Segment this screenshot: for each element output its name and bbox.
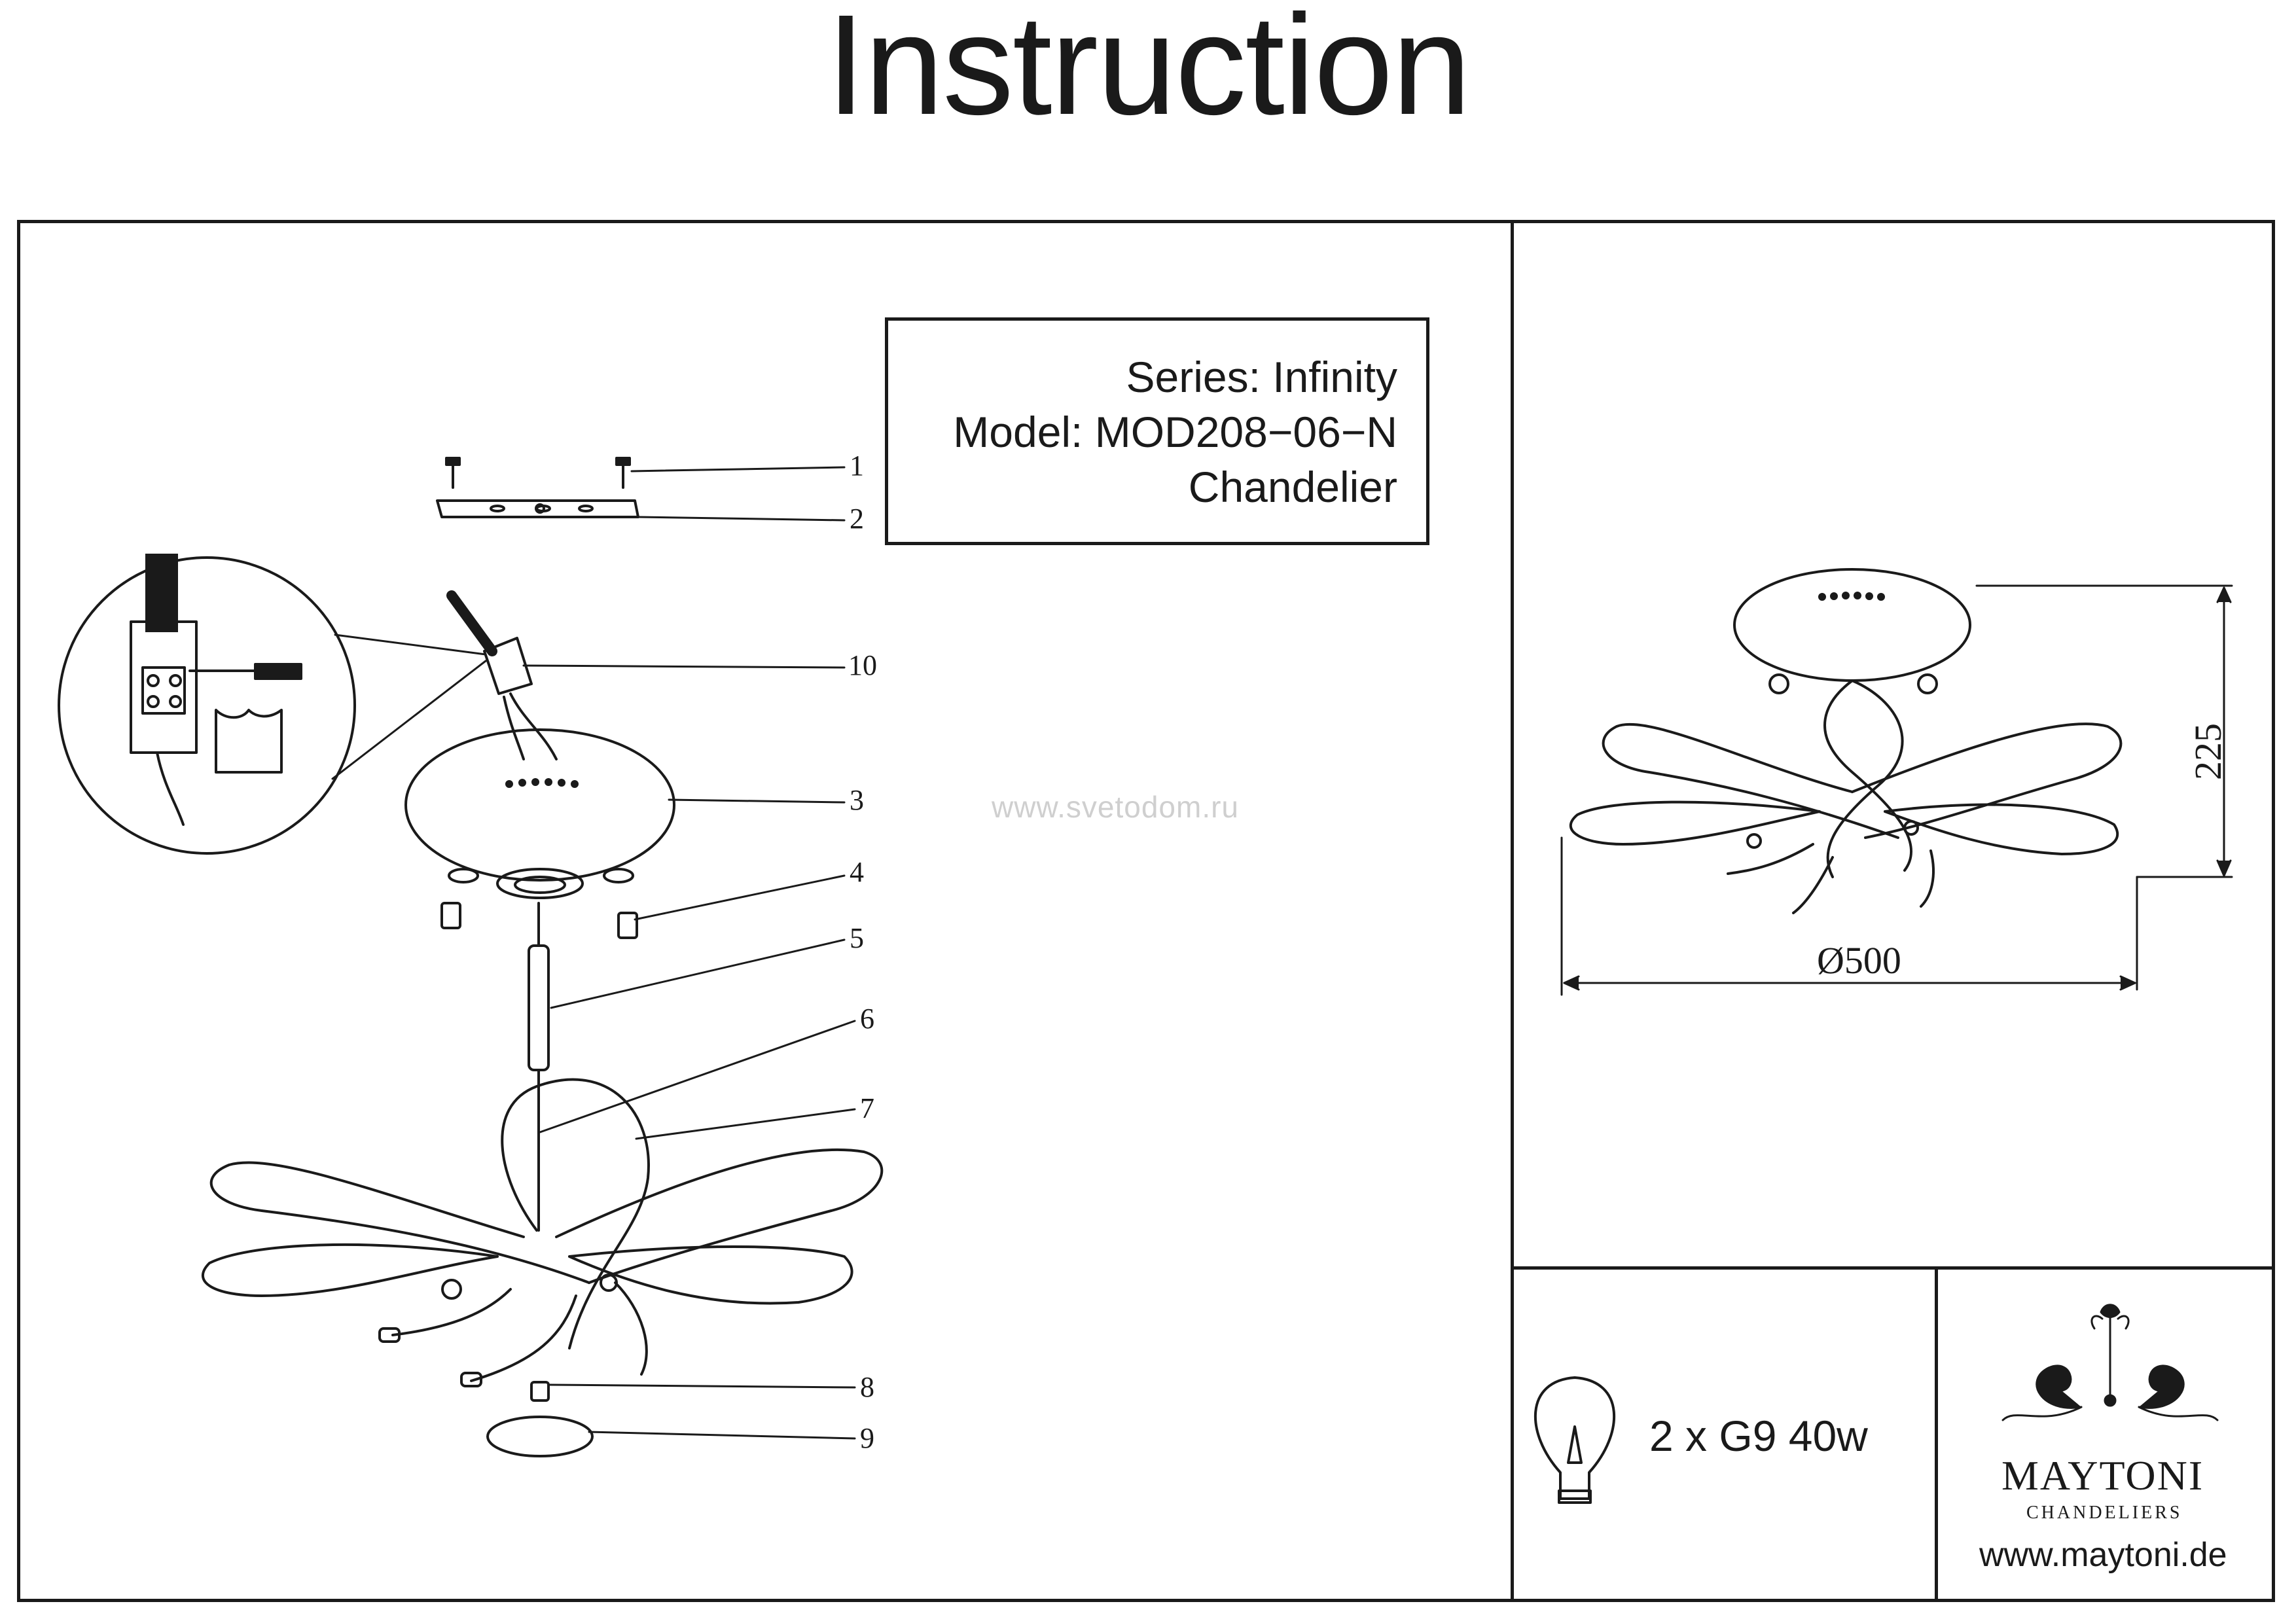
brand-name: MAYTONI: [2001, 1452, 2204, 1499]
part-number-8: 8: [860, 1371, 874, 1403]
maytoni-emblem: [2001, 1304, 2219, 1421]
page-title: Instruction: [826, 0, 1471, 145]
part-number-5: 5: [850, 922, 864, 954]
mounting-screws: [445, 457, 631, 489]
loop-arms: [201, 1078, 884, 1387]
part-number-9: 9: [860, 1422, 874, 1454]
part-number-1: 1: [850, 450, 864, 482]
part-number-2: 2: [850, 503, 864, 535]
brand-subtitle: CHANDELIERS: [2026, 1503, 2183, 1523]
lamp-holder-right: [617, 912, 638, 939]
finial-nut: [530, 1381, 550, 1402]
brand-url: www.maytoni.de: [1979, 1536, 2227, 1574]
drawing-frame: [17, 220, 2275, 1602]
center-tube: [528, 944, 550, 1071]
part-number-10: 10: [848, 649, 877, 681]
part-number-3: 3: [850, 784, 864, 816]
part-number-7: 7: [860, 1092, 874, 1124]
assembled-view: [1569, 568, 2123, 914]
diameter-dimension-label: Ø500: [1817, 939, 1901, 982]
bulb-spec: 2 x G9 40w: [1649, 1412, 1868, 1460]
model-info-box: Series: Infinity Model: MOD208−06−N Chan…: [885, 317, 1429, 545]
lamp-holder-left: [440, 902, 461, 929]
mounting-plate: [436, 499, 639, 518]
part-number-4: 4: [850, 856, 864, 888]
bottom-cap: [486, 1416, 594, 1457]
column-divider: [1511, 220, 1514, 1602]
watermark: www.svetodom.ru: [992, 790, 1240, 824]
logo-divider: [1935, 1266, 1938, 1602]
model-label: Model: MOD208−06−N: [953, 408, 1397, 456]
type-label: Chandelier: [1188, 463, 1397, 511]
bottom-right-divider: [1511, 1266, 2275, 1270]
dimension-lines: [1560, 584, 2233, 996]
terminal-block: [446, 590, 558, 760]
part-number-6: 6: [860, 1003, 874, 1035]
bulb-icon: [1534, 1376, 1616, 1504]
canopy: [404, 728, 675, 899]
wiring-detail: [58, 554, 487, 855]
series-label: Series: Infinity: [1126, 353, 1398, 401]
